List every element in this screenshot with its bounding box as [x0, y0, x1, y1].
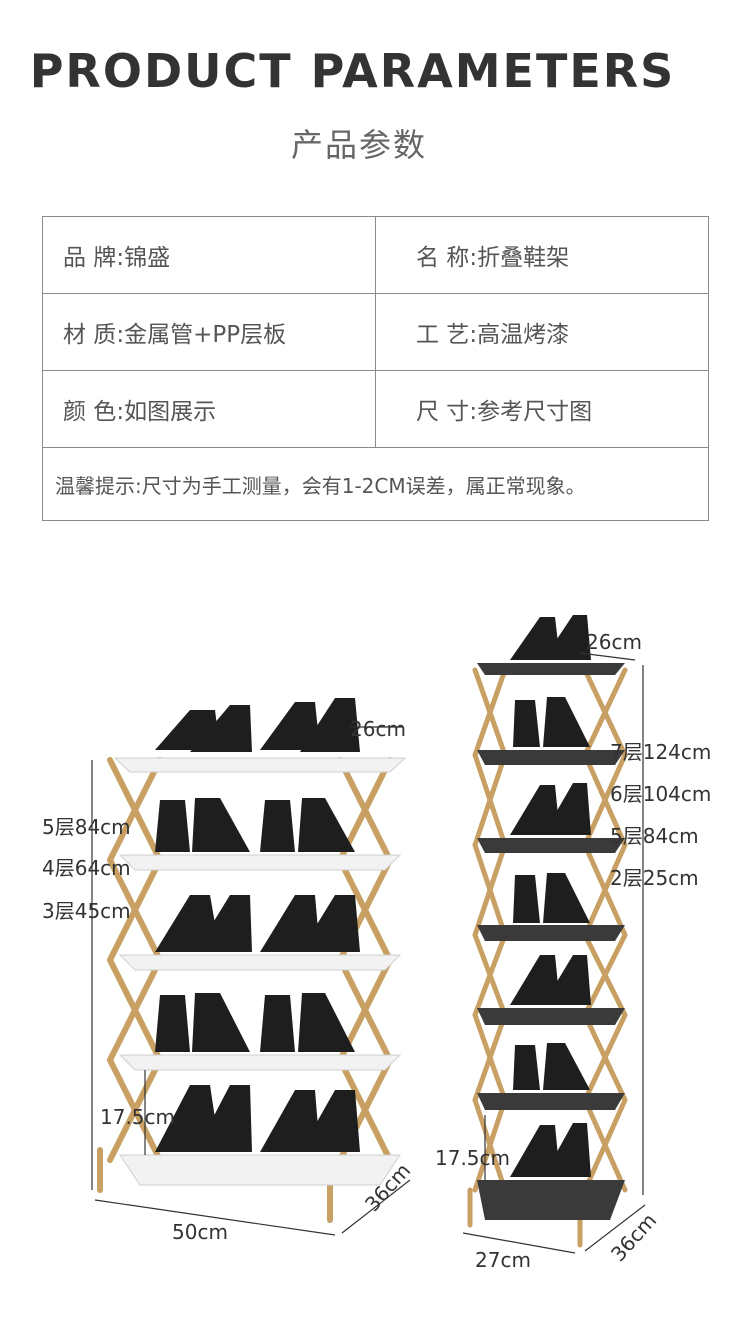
left-rack-shelves: [113, 757, 407, 1186]
param-value: 金属管+PP层板: [124, 322, 287, 348]
param-cell: 品 牌:锦盛: [42, 216, 376, 294]
param-value: 如图展示: [124, 399, 217, 425]
left-rack-illustration: [91, 698, 411, 1236]
right-depth-top-label: 26cm: [586, 630, 642, 654]
params-row: 颜 色:如图展示 尺 寸:参考尺寸图: [42, 370, 709, 448]
params-row: 材 质:金属管+PP层板 工 艺:高温烤漆: [42, 293, 709, 371]
right-rack-shoes: [510, 615, 591, 1177]
right-rack-dimension-lines: [462, 652, 646, 1254]
left-depth-top-label: 26cm: [350, 717, 406, 741]
param-key: 品 牌: [63, 245, 117, 271]
param-cell: 颜 色:如图展示: [42, 370, 376, 448]
right-rack-illustration: [462, 615, 646, 1254]
param-key: 名 称: [416, 245, 470, 271]
param-key: 尺 寸: [416, 399, 470, 425]
param-value: 折叠鞋架: [477, 245, 570, 271]
param-cell: 工 艺:高温烤漆: [375, 293, 709, 371]
param-cell: 材 质:金属管+PP层板: [42, 293, 376, 371]
param-value: 高温烤漆: [477, 322, 570, 348]
left-height-label: 3层45cm: [42, 899, 131, 923]
left-height-label: 4层64cm: [42, 856, 131, 880]
param-value: 锦盛: [124, 245, 171, 271]
right-rack-shelves: [477, 663, 625, 1220]
params-row: 品 牌:锦盛 名 称:折叠鞋架: [42, 216, 709, 294]
note-text: 温馨提示:尺寸为手工测量，会有1-2CM误差，属正常现象。: [42, 447, 709, 521]
param-key: 工 艺: [416, 322, 470, 348]
param-value: 参考尺寸图: [477, 399, 593, 425]
note-row: 温馨提示:尺寸为手工测量，会有1-2CM误差，属正常现象。: [42, 447, 709, 521]
params-table: 品 牌:锦盛 名 称:折叠鞋架 材 质:金属管+PP层板 工 艺:高温烤漆 颜 …: [42, 216, 709, 521]
right-height-label: 5层84cm: [610, 824, 699, 848]
left-shelf-gap-label: 17.5cm: [100, 1105, 176, 1129]
right-height-label: 7层124cm: [610, 740, 712, 764]
param-cell: 名 称:折叠鞋架: [375, 216, 709, 294]
right-shelf-gap-label: 17.5cm: [435, 1146, 511, 1170]
left-height-label: 5层84cm: [42, 815, 131, 839]
page-title: PRODUCT PARAMETERS: [29, 44, 676, 98]
right-rack-frame: [467, 667, 628, 1248]
left-rack-dimension-lines: [91, 726, 411, 1236]
param-key: 材 质: [63, 322, 117, 348]
left-width-label: 50cm: [172, 1220, 228, 1244]
left-rack-shoes: [155, 698, 360, 1152]
param-cell: 尺 寸:参考尺寸图: [375, 370, 709, 448]
right-height-label: 6层104cm: [610, 782, 712, 806]
right-height-label: 2层25cm: [610, 866, 699, 890]
page-subtitle: 产品参数: [290, 126, 427, 164]
right-width-label: 27cm: [475, 1248, 531, 1272]
param-key: 颜 色: [63, 399, 117, 425]
